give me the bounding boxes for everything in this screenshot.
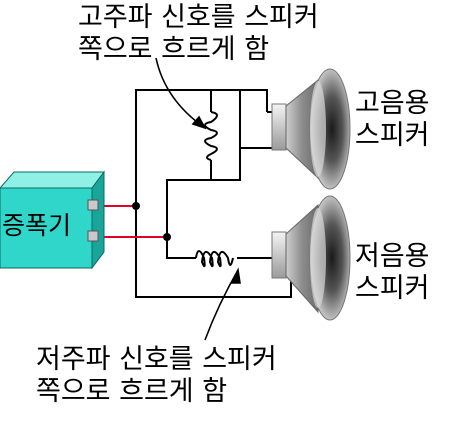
wire-top-loop: [135, 89, 268, 206]
tweeter-speaker: [271, 68, 351, 190]
low-freq-annotation: 저주파 신호를 스피커 쪽으로 흐르게 함: [36, 344, 277, 409]
tweeter-label-line2: 스피커: [355, 120, 430, 152]
amplifier-label: 증폭기: [2, 211, 72, 240]
tweeter-label-line1: 고음용: [355, 88, 430, 119]
woofer-coil: [195, 250, 234, 268]
high-freq-annotation-line1: 고주파 신호를 스피커: [78, 2, 319, 33]
low-freq-annotation-line2: 쪽으로 흐르게 함: [36, 376, 228, 408]
annotation-arrows: [155, 57, 241, 341]
high-freq-annotation-line2: 쪽으로 흐르게 함: [78, 34, 270, 66]
woofer-label-line2: 스피커: [355, 273, 430, 305]
wire-tweeter-return: [211, 90, 241, 181]
woofer-speaker: [271, 195, 351, 321]
low-freq-annotation-line1: 저주파 신호를 스피커: [36, 344, 277, 375]
tweeter-coil: [204, 111, 218, 161]
junction-bottom: [163, 233, 171, 241]
tweeter-label: 고음용 스피커: [355, 88, 430, 153]
signal-wires: [96, 205, 167, 238]
wire-woofer-branch: [166, 237, 196, 259]
woofer-label: 저음용 스피커: [355, 241, 430, 306]
wire-tweeter-branch: [166, 90, 212, 237]
junction-top: [132, 202, 140, 210]
amplifier-box: [0, 170, 105, 270]
high-freq-annotation: 고주파 신호를 스피커 쪽으로 흐르게 함: [78, 2, 319, 67]
woofer-label-line1: 저음용: [355, 241, 430, 272]
